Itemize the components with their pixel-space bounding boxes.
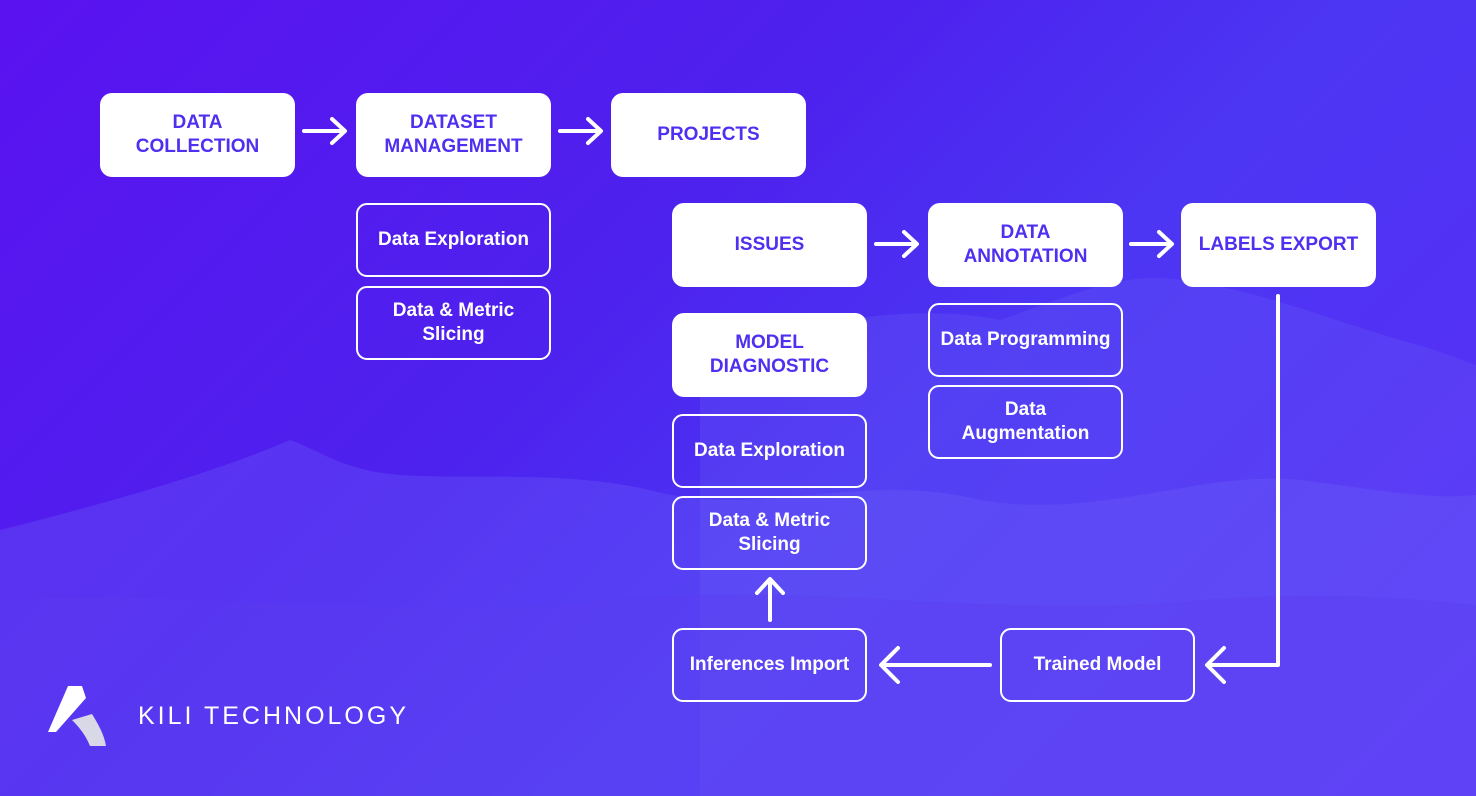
data-programming-box: Data Programming [928,303,1123,377]
trained-model-box: Trained Model [1000,628,1195,702]
data-metric-slicing-box-1: Data & Metric Slicing [356,286,551,360]
data-exploration-box-1: Data Exploration [356,203,551,277]
data-programming-label: Data Programming [940,329,1111,350]
trained-model-label: Trained Model [1033,654,1162,675]
inferences-import-label: Inferences Import [689,654,850,675]
labels-export-box: LABELS EXPORT [1181,203,1376,287]
model-diagnostic-label: MODEL DIAGNOSTIC [709,332,830,377]
kili-logo-icon [48,686,106,746]
data-augmentation-box: Data Augmentation [928,385,1123,459]
projects-label: PROJECTS [657,124,760,145]
data-exploration-label-1: Data Exploration [378,229,529,250]
data-exploration-label-2: Data Exploration [694,440,845,461]
data-collection-box: DATA COLLECTION [100,93,295,177]
inferences-import-box: Inferences Import [672,628,867,702]
issues-label: ISSUES [734,234,805,255]
data-metric-slicing-box-2: Data & Metric Slicing [672,496,867,570]
dataset-management-box: DATASET MANAGEMENT [356,93,551,177]
data-collection-label: DATA COLLECTION [135,112,260,157]
projects-box: PROJECTS [611,93,806,177]
dataset-management-label: DATASET MANAGEMENT [384,112,523,157]
issues-box: ISSUES [672,203,867,287]
model-diagnostic-box: MODEL DIAGNOSTIC [672,313,867,397]
data-metric-slicing-label-1: Data & Metric Slicing [392,300,515,345]
kili-technology-wordmark: KILI TECHNOLOGY [138,702,409,730]
data-annotation-box: DATA ANNOTATION [928,203,1123,287]
data-exploration-box-2: Data Exploration [672,414,867,488]
data-augmentation-label: Data Augmentation [961,399,1090,444]
data-metric-slicing-label-2: Data & Metric Slicing [708,510,831,555]
data-annotation-label: DATA ANNOTATION [963,222,1088,267]
labels-export-label: LABELS EXPORT [1198,234,1359,255]
